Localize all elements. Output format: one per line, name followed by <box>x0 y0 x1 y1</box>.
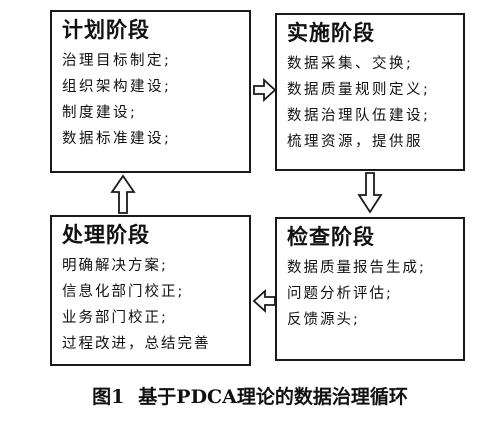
plan-phase-title: 计划阶段 <box>62 18 150 42</box>
do-phase-title: 实施阶段 <box>287 21 375 45</box>
do-item: 数据质量规则定义; <box>287 82 431 98</box>
act-item: 业务部门校正; <box>62 310 168 326</box>
figure-caption: 图1 基于PDCA理论的数据治理循环 <box>0 384 500 410</box>
act-phase-title: 处理阶段 <box>62 223 150 247</box>
plan-item: 组织架构建设; <box>62 79 172 95</box>
arrow-up-icon <box>110 174 136 214</box>
plan-item: 治理目标制定; <box>62 53 172 69</box>
figure-caption-text: 基于PDCA理论的数据治理循环 <box>138 386 408 408</box>
plan-item: 制度建设; <box>62 105 138 121</box>
act-phase-box: 处理阶段 明确解决方案; 信息化部门校正; 业务部门校正; 过程改进，总结完善 <box>50 215 251 366</box>
check-phase-box: 检查阶段 数据质量报告生成; 问题分析评估; 反馈源头; <box>275 217 465 361</box>
check-phase-title: 检查阶段 <box>287 225 375 249</box>
act-item: 过程改进，总结完善 <box>62 336 211 352</box>
do-item: 梳理资源，提供服 <box>287 134 423 150</box>
arrow-left-icon <box>252 288 276 314</box>
check-item: 数据质量报告生成; <box>287 260 426 276</box>
act-item: 明确解决方案; <box>62 258 168 274</box>
plan-phase-box: 计划阶段 治理目标制定; 组织架构建设; 制度建设; 数据标准建设; <box>50 10 251 173</box>
figure-number: 图1 <box>92 386 125 408</box>
check-item: 反馈源头; <box>287 312 360 328</box>
plan-item: 数据标准建设; <box>62 131 172 147</box>
arrow-down-icon <box>357 172 383 214</box>
check-item: 问题分析评估; <box>287 286 393 302</box>
arrow-right-icon <box>253 77 277 103</box>
act-item: 信息化部门校正; <box>62 284 185 300</box>
do-item: 数据采集、交换; <box>287 56 414 72</box>
do-item: 数据治理队伍建设; <box>287 108 431 124</box>
do-phase-box: 实施阶段 数据采集、交换; 数据质量规则定义; 数据治理队伍建设; 梳理资源，提… <box>275 13 465 171</box>
